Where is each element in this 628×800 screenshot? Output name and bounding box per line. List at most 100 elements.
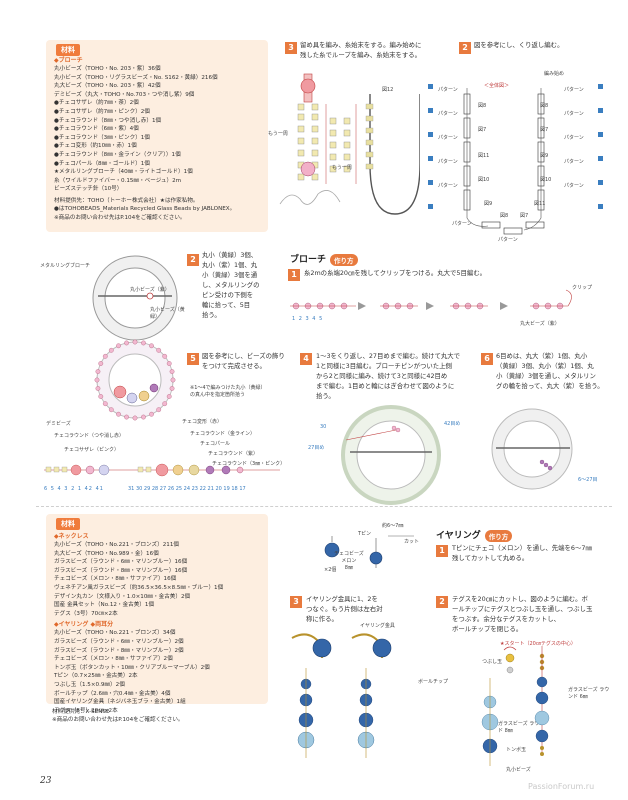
- step-5-number: 5: [187, 353, 199, 365]
- step-3-text: 留め具を編み、糸始末をする。編み始めに 残した糸でループを編み、糸始末をする。: [300, 40, 460, 60]
- label-maru-dai: 丸大ビーズ（紫）: [520, 321, 560, 327]
- fig-label-11b: 図11: [534, 201, 546, 207]
- ring-bead: [149, 411, 154, 417]
- material-line: 国産イヤリング金具（ネジバネ玉ブラ・金古美）1組: [54, 699, 186, 706]
- ring-bead: [102, 353, 108, 359]
- material-line: ビーズステッチ針（10号）: [54, 186, 123, 193]
- material-line: ★メタルリングブローチ（40㎜・ライトゴールド）1個: [54, 169, 193, 176]
- pattern-label: パターン: [438, 135, 458, 141]
- ring-bead: [156, 347, 162, 353]
- step-5-line: をつけて完成させる。: [202, 362, 266, 370]
- brooch-title-text: ブローチ: [290, 255, 327, 265]
- pattern-label: パターン: [564, 183, 584, 189]
- ring-bead: [169, 386, 175, 391]
- step-6-line: 小（黄緑）3個を通し、メタルリン: [496, 372, 596, 380]
- earring-step-1-line: Tピンにチェコ（メロン）を通し、先端を6～7㎜: [452, 544, 592, 552]
- step-4-line: 拾う。: [316, 392, 335, 400]
- ring-bead: [141, 340, 146, 346]
- material-line: ガラスビーズ（ラウンド・6㎜・マリンブルー）16個: [54, 559, 188, 566]
- step-6-text: 6目めは、丸大（紫）1個、丸小 （黄緑）3個、丸小（紫）1個、丸 小（黄緑）3個…: [496, 351, 614, 391]
- ring-step4-diagram: [341, 405, 441, 505]
- label-czech-purple: チェコラウンド（紫）: [208, 451, 259, 457]
- earring-stringing-diagram: [481, 646, 550, 766]
- material-line: ガラスビーズ（ラウンド・6㎜・マリンブルー）2個: [54, 638, 184, 645]
- label-len67: 約6～7㎜: [382, 523, 404, 529]
- label-glass-round6: ガラスビーズ ラウンド 6㎜: [568, 687, 610, 700]
- step-2b-text: 丸小（黄緑）3個、 丸小（紫）1個、丸 小（黄緑）3個を通 し、メタルリングの …: [202, 250, 272, 320]
- label-glass-round8: ガラスビーズ ラウンド 8㎜: [498, 721, 545, 734]
- ring-bead: [108, 347, 114, 353]
- label-whole: ＜全体図＞: [484, 83, 510, 89]
- material-line: デミビーズ（丸大・TOHO・No.703・つや消し紫）9個: [54, 91, 195, 98]
- earring-step-3-line: つなぐ。もう片側は左右対: [306, 605, 383, 613]
- label-maru-ko: 丸小ビーズ: [506, 767, 531, 773]
- material-line: チェコビーズ（メロン・8㎜・サファイア）16個: [54, 576, 177, 583]
- ring-step6-diagram: [491, 408, 573, 490]
- ring-bead: [169, 369, 175, 374]
- material-line: ガラスビーズ（ラウンド・8㎜・マリンブルー）2個: [54, 647, 184, 654]
- earring-step-1-number: 1: [436, 545, 448, 557]
- material-note: 材料提供先：TOHO（トーホー株式会社）★は作家私物。: [54, 197, 199, 204]
- label-note-star: ※1～4で編みつけた丸小（黄緑）の真ん中を指定箇所拾う: [190, 385, 266, 398]
- material-line: ヴェネチアン風ガラスビーズ（約36.5×36.5×8.5㎜・ブルー）1個: [54, 584, 224, 591]
- step-3-number: 3: [285, 42, 297, 54]
- fig-label-10: 図10: [478, 177, 490, 183]
- material-line: 丸小ビーズ（TOHO・No. 203・紫）36個: [54, 66, 161, 72]
- material-line: テグス（3号）20㎝×2本: [54, 707, 118, 714]
- step-2b-number: 2: [187, 254, 199, 266]
- pattern-diagram: [428, 84, 603, 235]
- label-demi: デミビーズ: [46, 421, 71, 427]
- earring-step-2-line: ールチップにテグスとつぶし玉を通し、つぶし玉: [452, 605, 593, 613]
- label-mou-ippon-2: もう一周: [332, 165, 352, 171]
- pattern-label: パターン: [438, 87, 458, 93]
- material-line: 糸（ワイルドファイバー・0.15㎜・ベージュ）2m: [54, 177, 182, 184]
- ring-step2-diagram: [92, 255, 178, 341]
- step-5-text: 図を参考にし、ビーズの飾り をつけて完成させる。: [202, 351, 292, 371]
- ring-bead: [149, 343, 154, 349]
- label-27: 27目め: [308, 445, 325, 451]
- earring-material-lines: 丸小ビーズ（TOHO・No.221・ブロンズ）34個ガラスビーズ（ラウンド・6㎜…: [54, 629, 266, 715]
- footer-url: PassionForum.ru: [528, 782, 595, 791]
- fig-label-8c: 図8: [540, 103, 549, 109]
- necklace-materials-list: ◆ネックレス 丸小ビーズ（TOHO・No.221・ブロンズ）211個丸大ビーズ（…: [54, 532, 266, 715]
- ring-decoration-diagram: [94, 339, 176, 421]
- label-czech-melon: チェコビーズ メロン 8㎜: [334, 551, 364, 571]
- ring-bead: [98, 394, 104, 399]
- material-line: ボールチップ（2.6㎜・穴0.4㎜・金古美）4個: [54, 690, 171, 697]
- ring-bead: [116, 343, 121, 349]
- brooch-material-notes: 材料提供先：TOHO（トーホー株式会社）★は作家私物。 ●はTOHOBEADS_M…: [54, 197, 266, 222]
- step-1-line: 糸2mの糸端20㎝を残してクリップをつける。丸大で5目編む。: [304, 269, 487, 277]
- material-line: ●チェコサザレ（約7㎜・茶）2個: [54, 100, 139, 107]
- step-2b-line: 丸小（紫）1個、丸: [202, 261, 258, 269]
- earring-step-2-text: テグスを20㎝にカットし、図のように編む。ボ ールチップにテグスとつぶし玉を通し…: [452, 594, 614, 634]
- necklace-materials-box: [46, 514, 268, 704]
- material-note: ●はTOHOBEADS_Materials Recycled Glass Bea…: [54, 206, 236, 213]
- material-line: トンボ玉（ボタンカット・10㎜・クリアブルーマーブル）2個: [54, 664, 210, 671]
- material-line: ●チェコサザレ（約7㎜・ピンク）2個: [54, 108, 150, 115]
- earring-step-1-line: 残してカットして丸める。: [452, 554, 529, 562]
- earring-step-3-line: イヤリング金具に1、2を: [306, 595, 378, 603]
- ring-bead: [98, 361, 104, 366]
- fig-label-9b: 図9: [540, 153, 549, 159]
- step-2b-line: し、メタルリングの: [202, 281, 260, 289]
- material-note: 材料提供先：X-SENSE: [52, 709, 110, 715]
- earring-step-3-line: 称に作る。: [306, 615, 338, 623]
- step-2b-line: 輪に拾って、5目: [202, 301, 251, 309]
- ring-bead: [156, 407, 162, 413]
- label-czech-pearl: チェコパール: [200, 441, 231, 447]
- ring-bead: [166, 361, 172, 366]
- pattern-label: パターン: [438, 183, 458, 189]
- label-x2: ×2個: [324, 567, 337, 573]
- material-line: デザイン丸カン（文様入り・1.0×10㎜・金古美）2個: [54, 593, 191, 600]
- label-earring-metal: イヤリング金具: [360, 623, 395, 629]
- label-clip: クリップ: [572, 285, 593, 291]
- label-start: 編み始め: [544, 71, 565, 77]
- step-1-number: 1: [288, 269, 300, 281]
- clasp-diagram: [279, 73, 420, 215]
- ring-bead: [95, 369, 101, 374]
- ring-bead: [132, 339, 138, 345]
- pattern-label: パターン: [564, 159, 584, 165]
- materials-tag-2: 材料: [56, 518, 80, 530]
- ring-bead: [102, 401, 108, 407]
- brooch-materials-box: [46, 40, 268, 232]
